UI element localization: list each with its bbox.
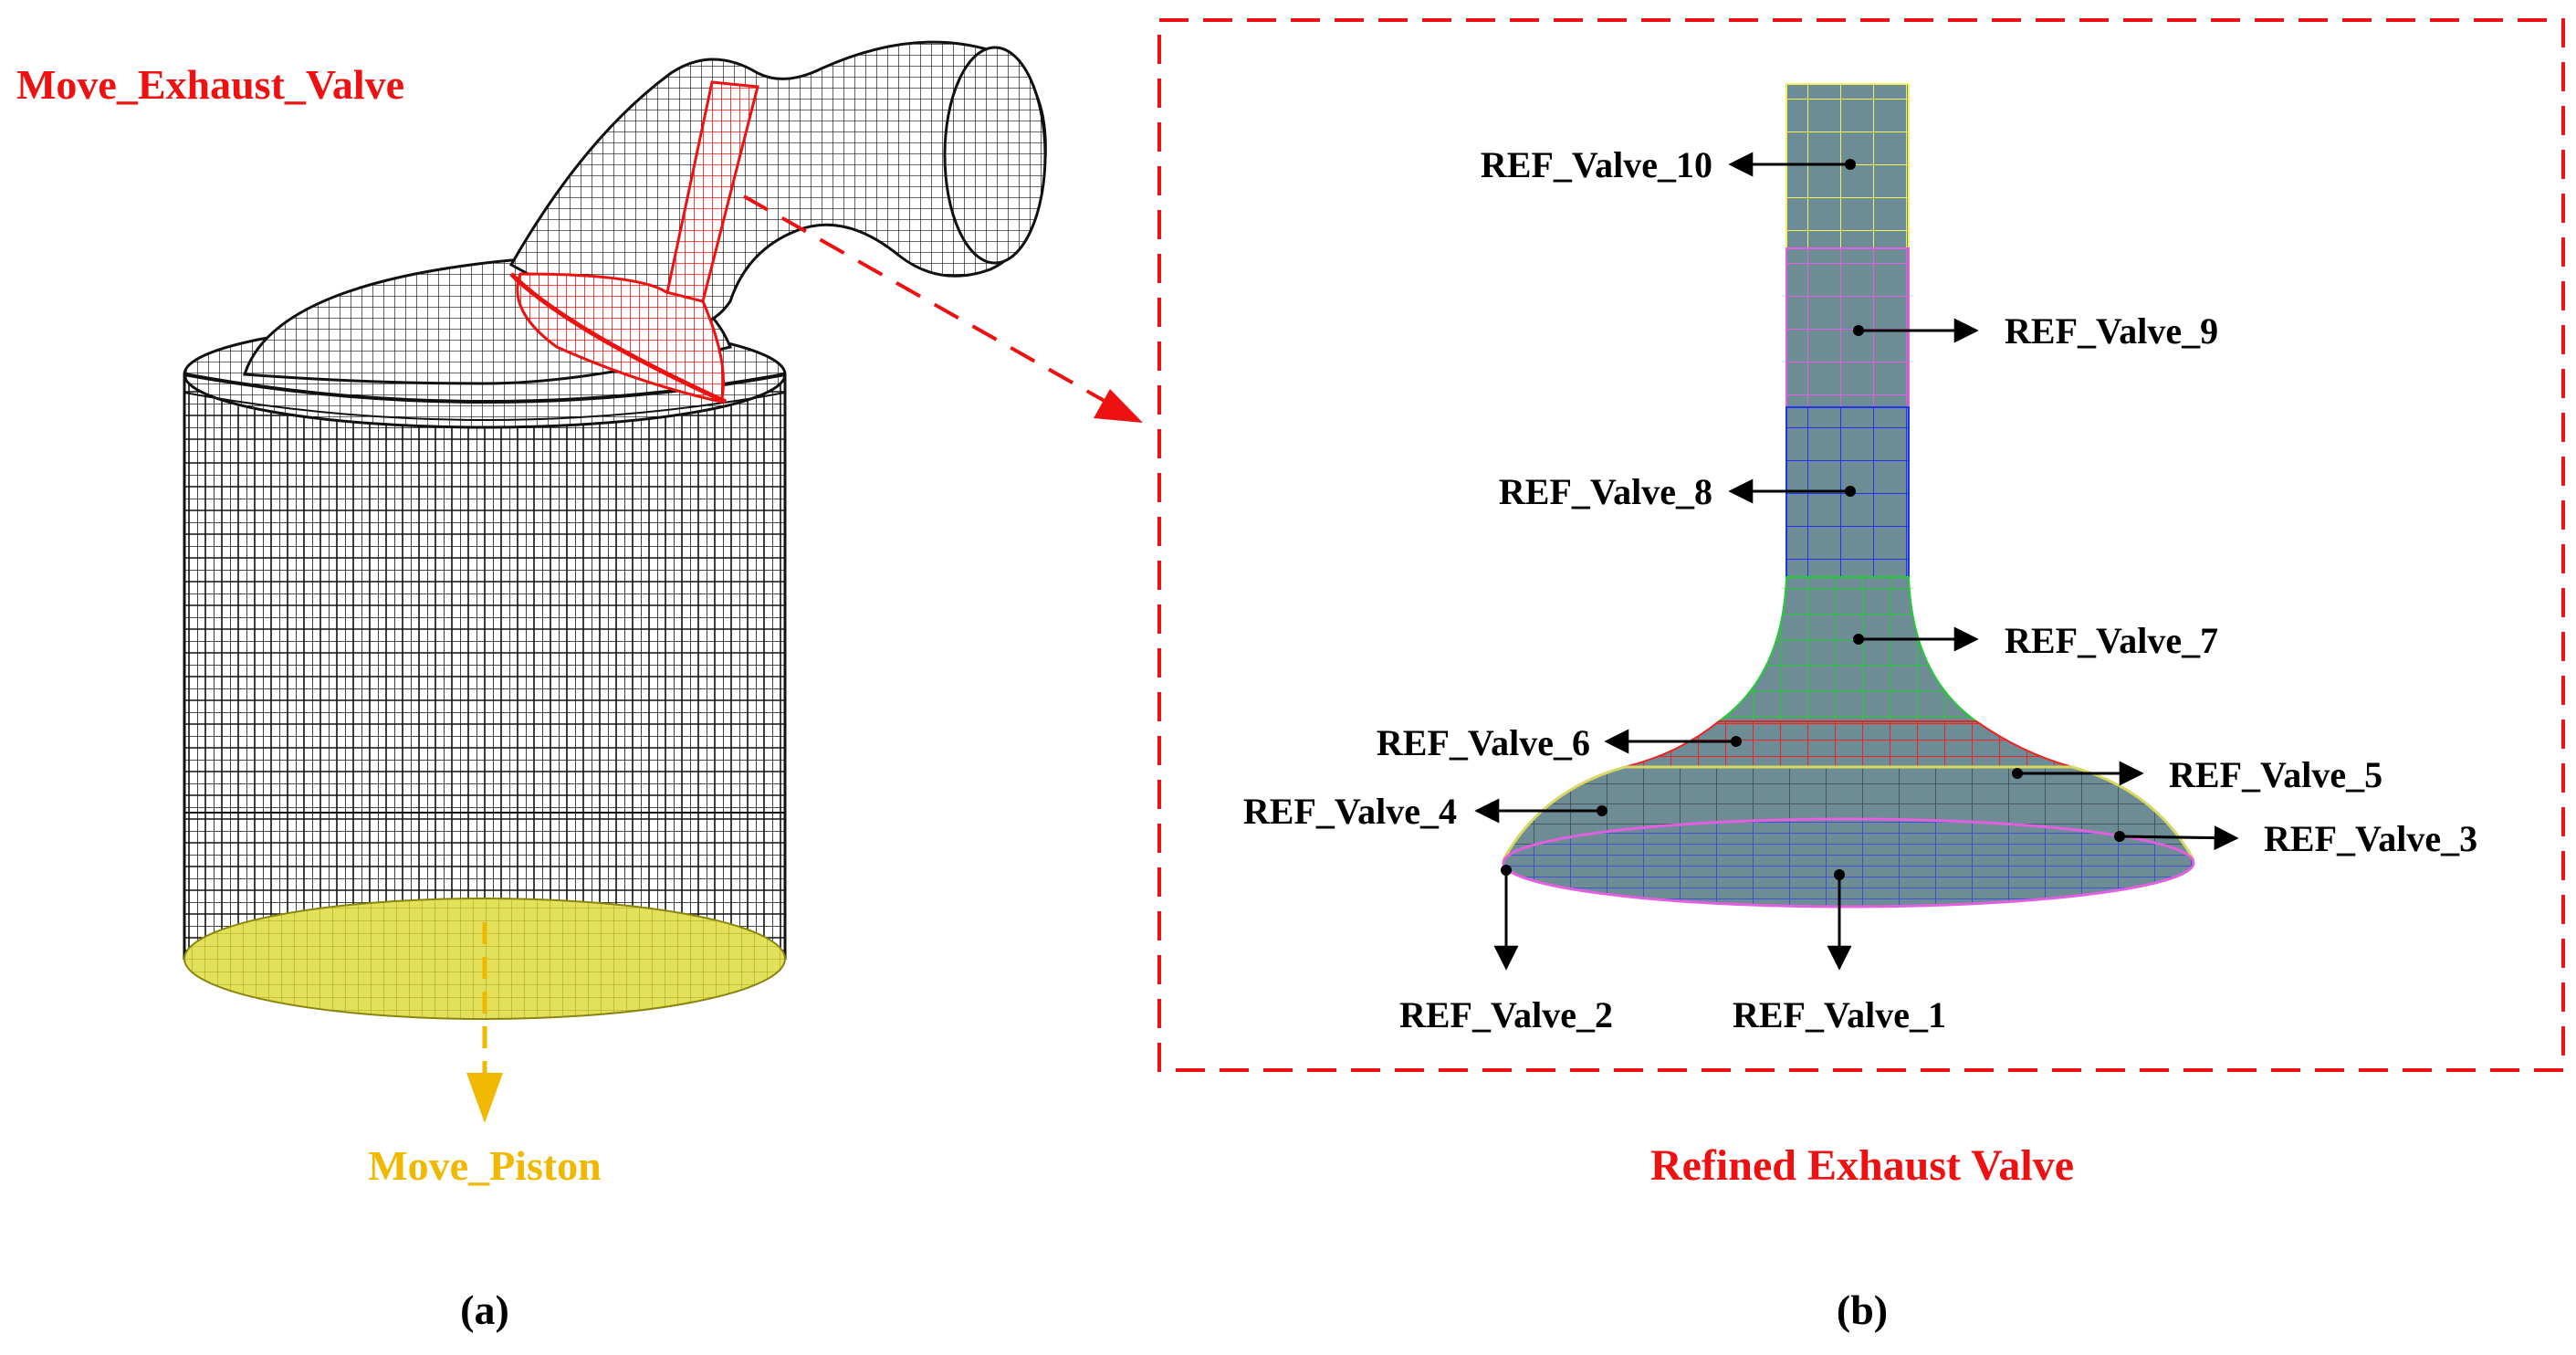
valve-bottom-disk — [1502, 817, 2195, 909]
exhaust-valve-red — [509, 80, 759, 404]
ref-label-1: REF_Valve_1 — [1733, 994, 1946, 1035]
reference-labels: REF_Valve_1 REF_Valve_2 REF_Valve_3 REF_… — [1243, 144, 2477, 1035]
ref-label-10: REF_Valve_10 — [1481, 144, 1712, 185]
ref-label-3: REF_Valve_3 — [2264, 818, 2477, 859]
valve-callout-arrowhead — [1094, 389, 1143, 423]
panel-b-caption: (b) — [1837, 1287, 1888, 1333]
panel-a-caption: (a) — [460, 1287, 509, 1333]
ref-label-8: REF_Valve_8 — [1499, 471, 1712, 512]
reference-leaders — [1474, 152, 2239, 971]
panel-b-title: Refined Exhaust Valve — [1650, 1141, 2074, 1190]
piston-label: Move_Piston — [368, 1142, 602, 1189]
valve-label: Move_Exhaust_Valve — [16, 61, 404, 108]
ref-leader-3 — [2119, 825, 2239, 851]
ref-label-9: REF_Valve_9 — [2005, 310, 2218, 352]
ref-label-7: REF_Valve_7 — [2005, 620, 2218, 661]
detail-frame — [1157, 18, 2565, 1072]
ref-label-5: REF_Valve_5 — [2169, 754, 2382, 795]
valve-stem-mid — [1785, 247, 1910, 408]
piston-motion-arrowhead — [466, 1073, 503, 1123]
panel-b-refined-valve: REF_Valve_1 REF_Valve_2 REF_Valve_3 REF_… — [1157, 18, 2565, 1333]
panel-a-engine-mesh: Move_Exhaust_Valve Move_Piston (a) — [16, 40, 1143, 1333]
ref-label-6: REF_Valve_6 — [1377, 722, 1590, 763]
valve-fillet — [1715, 576, 1980, 722]
ref-label-4: REF_Valve_4 — [1243, 791, 1457, 832]
valve-neck — [1624, 720, 2073, 768]
ref-label-2: REF_Valve_2 — [1399, 994, 1613, 1035]
valve-callout-line — [743, 194, 1131, 417]
